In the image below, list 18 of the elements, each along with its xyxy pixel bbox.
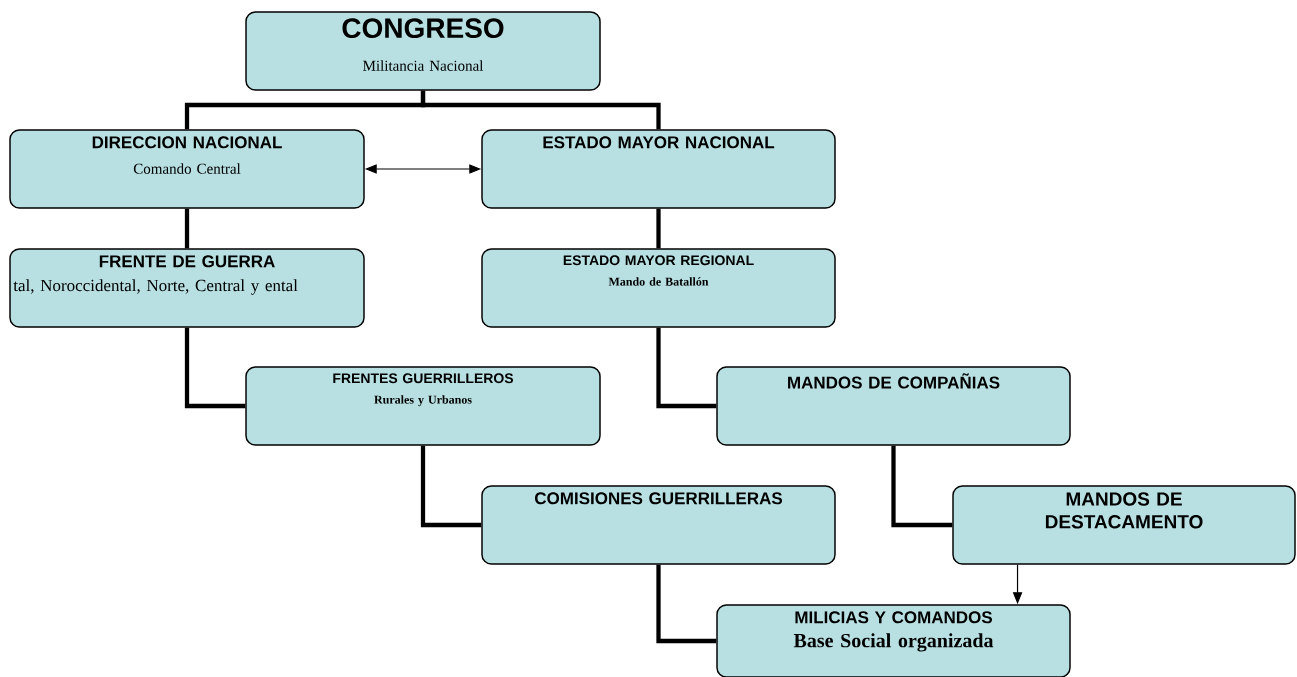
connector-line xyxy=(420,445,482,528)
connector-line xyxy=(420,90,661,130)
org-box: DIRECCION NACIONAL Comando Central xyxy=(9,129,365,209)
connector-line xyxy=(184,327,246,409)
connector-line xyxy=(656,327,717,409)
org-box: FRENTE DE GUERRA tal, Noroccidental, Norte, Central y ental xyxy=(9,248,365,328)
connector-line xyxy=(656,208,661,249)
org-box: MANDOS DE COMPAÑIAS xyxy=(716,366,1071,446)
org-box: MANDOS DE DESTACAMENTO xyxy=(952,485,1296,565)
connector-line xyxy=(656,564,717,644)
org-box: ESTADO MAYOR REGIONAL Mando de Batallón xyxy=(481,248,836,328)
org-box: CONGRESO Militancia Nacional xyxy=(245,11,601,91)
org-box: MILICIAS Y COMANDOS Base Social organizada xyxy=(716,604,1071,677)
org-box: COMISIONES GUERRILLERAS xyxy=(481,485,836,565)
connector-line xyxy=(184,208,190,249)
org-box: FRENTES GUERRILLEROS Rurales y Urbanos xyxy=(245,366,601,446)
connector-line xyxy=(891,445,953,528)
org-box: ESTADO MAYOR NACIONAL xyxy=(481,129,836,209)
